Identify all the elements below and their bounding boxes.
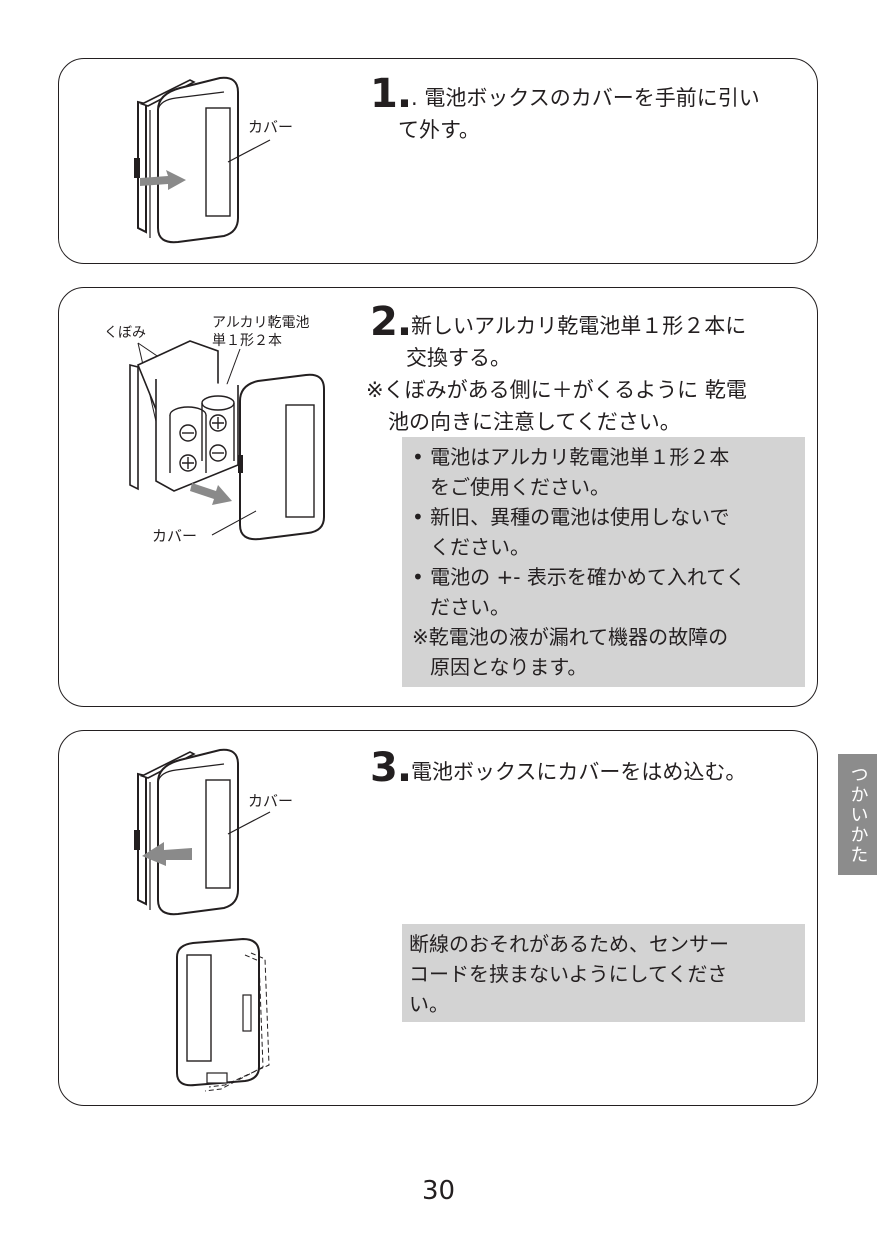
label-battery-line2: 単１形２本: [212, 333, 282, 349]
step-1-text: 1.. 電池ボックスのカバーを手前に引い て外す。: [370, 74, 760, 146]
step-2-text: 2.新しいアルカリ乾電池単１形２本に 交換する。: [370, 302, 747, 374]
caution-line: い。: [409, 992, 449, 1016]
caution-item: ださい。: [430, 595, 510, 619]
step-3-line1: 電池ボックスにカバーをはめ込む。: [411, 760, 747, 784]
label-battery-line1: アルカリ乾電池: [212, 315, 309, 331]
label-cover: カバー: [248, 118, 293, 136]
step-1-line2: て外す。: [398, 118, 480, 142]
caution-item: • 電池はアルカリ乾電池単１形２本: [412, 445, 730, 469]
caution-item: • 電池の +- 表示を確かめて入れてく: [412, 565, 746, 589]
label-kubomi: くぼみ: [104, 325, 146, 341]
step-3-text: 3.電池ボックスにカバーをはめ込む。: [370, 748, 747, 788]
caution-item: ※乾電池の液が漏れて機器の故障の: [412, 625, 729, 649]
step-1-illustration: カバー: [134, 76, 293, 244]
step-1-line1: . 電池ボックスのカバーを手前に引い: [411, 86, 760, 110]
label-cover: カバー: [248, 792, 293, 810]
page-number: 30: [421, 1176, 456, 1206]
caution-item: をご使用ください。: [430, 475, 610, 499]
step-2-caution-box: [402, 437, 805, 687]
step-2-note: ※くぼみがある側に＋がくるように 乾電 池の向きに注意してください。: [366, 374, 747, 438]
step-3-caution-text: 断線のおそれがあるため、センサー コードを挟まないようにしてくださ い。: [409, 929, 729, 1019]
step-2-note-line2: 池の向きに注意してください。: [388, 410, 681, 434]
step-3-illustration-top: カバー: [134, 748, 293, 916]
step-2-note-line1: ※くぼみがある側に＋がくるように 乾電: [366, 378, 747, 402]
caution-item: • 新旧、異種の電池は使用しないで: [412, 505, 730, 529]
step-2-line1: 新しいアルカリ乾電池単１形２本に: [411, 314, 747, 338]
step-3-illustration-bottom: [176, 937, 270, 1092]
step-2-number: 2.: [370, 299, 412, 345]
label-cover: カバー: [152, 527, 197, 545]
step-2-illustration: くぼみ アルカリ乾電池 単１形２本 カバー: [104, 315, 325, 545]
caution-item: 原因となります。: [430, 655, 588, 679]
caution-line: 断線のおそれがあるため、センサー: [409, 932, 729, 956]
step-3-caution-box: [402, 924, 805, 1022]
caution-line: コードを挟まないようにしてくださ: [409, 962, 728, 986]
step-3-number: 3.: [370, 745, 412, 791]
step-2-line2: 交換する。: [406, 346, 511, 370]
caution-item: ください。: [430, 535, 530, 559]
step-1-number: 1.: [370, 71, 412, 117]
step-2-caution-list: • 電池はアルカリ乾電池単１形２本 をご使用ください。 • 新旧、異種の電池は使…: [412, 442, 746, 682]
side-tab-usage: つかいかた: [838, 754, 877, 875]
